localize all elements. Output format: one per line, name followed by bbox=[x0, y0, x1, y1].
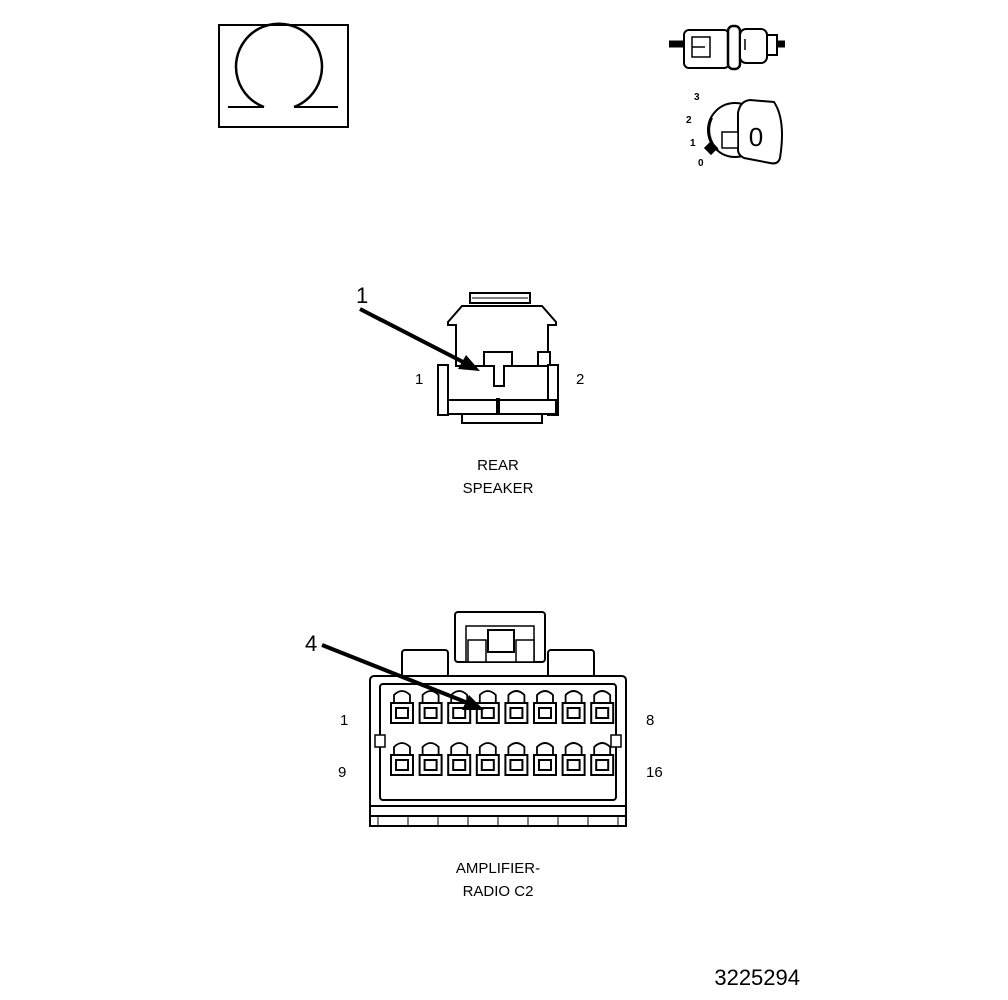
rear-speaker-caption-line-2: SPEAKER bbox=[463, 480, 534, 497]
cavity-pin-10 bbox=[418, 742, 443, 776]
cavity-pin-16 bbox=[590, 742, 615, 776]
amplifier-pin-1: 1 bbox=[340, 712, 348, 729]
cavity-pin-5 bbox=[504, 690, 529, 724]
ignition-position-0: 0 bbox=[698, 158, 704, 169]
cavity-pin-9 bbox=[390, 742, 414, 776]
amplifier-callout-arrow bbox=[321, 643, 484, 710]
cavity-pin-6 bbox=[533, 690, 557, 724]
cavity-pin-14 bbox=[533, 742, 557, 776]
rear-speaker-pin-1: 1 bbox=[415, 371, 423, 388]
ohmmeter-symbol-icon: Ω bbox=[218, 22, 349, 128]
cavity-pin-4 bbox=[475, 690, 500, 724]
amplifier-pin-8: 8 bbox=[646, 712, 654, 729]
cavity-pin-13 bbox=[504, 742, 529, 776]
cavity-pin-7 bbox=[561, 690, 586, 724]
ignition-position-3: 3 bbox=[694, 92, 700, 103]
figure-id: 3225294 bbox=[714, 965, 800, 990]
key-position-label: 0 bbox=[749, 122, 763, 152]
cavity-grid bbox=[390, 690, 615, 776]
amplifier-caption-line-2: RADIO C2 bbox=[463, 883, 534, 900]
amplifier-callout-number: 4 bbox=[305, 631, 317, 656]
rear-speaker-connector bbox=[437, 292, 559, 424]
amplifier-pin-16: 16 bbox=[646, 764, 663, 781]
amplifier-caption-line-1: AMPLIFIER- bbox=[456, 860, 540, 877]
rear-speaker-pin-2: 2 bbox=[576, 371, 584, 388]
connector-rail-ticks bbox=[377, 816, 619, 826]
rear-speaker-caption-line-1: REAR bbox=[477, 457, 519, 474]
rear-speaker-callout-number: 1 bbox=[356, 283, 368, 308]
cavity-pin-8 bbox=[590, 690, 615, 724]
ignition-key-icon: 0 3 2 1 0 bbox=[686, 92, 783, 169]
cavity-pin-12 bbox=[475, 742, 500, 776]
cavity-pin-15 bbox=[561, 742, 586, 776]
amplifier-pin-9: 9 bbox=[338, 764, 346, 781]
amplifier-radio-c2-connector bbox=[369, 611, 627, 827]
rear-speaker-callout-arrow bbox=[359, 307, 480, 371]
cavity-pin-11 bbox=[447, 742, 472, 776]
connector-plug-icon bbox=[669, 24, 785, 71]
cavity-pin-1 bbox=[390, 690, 414, 724]
ignition-position-2: 2 bbox=[686, 115, 692, 126]
ignition-position-1: 1 bbox=[690, 138, 696, 149]
cavity-pin-2 bbox=[418, 690, 443, 724]
